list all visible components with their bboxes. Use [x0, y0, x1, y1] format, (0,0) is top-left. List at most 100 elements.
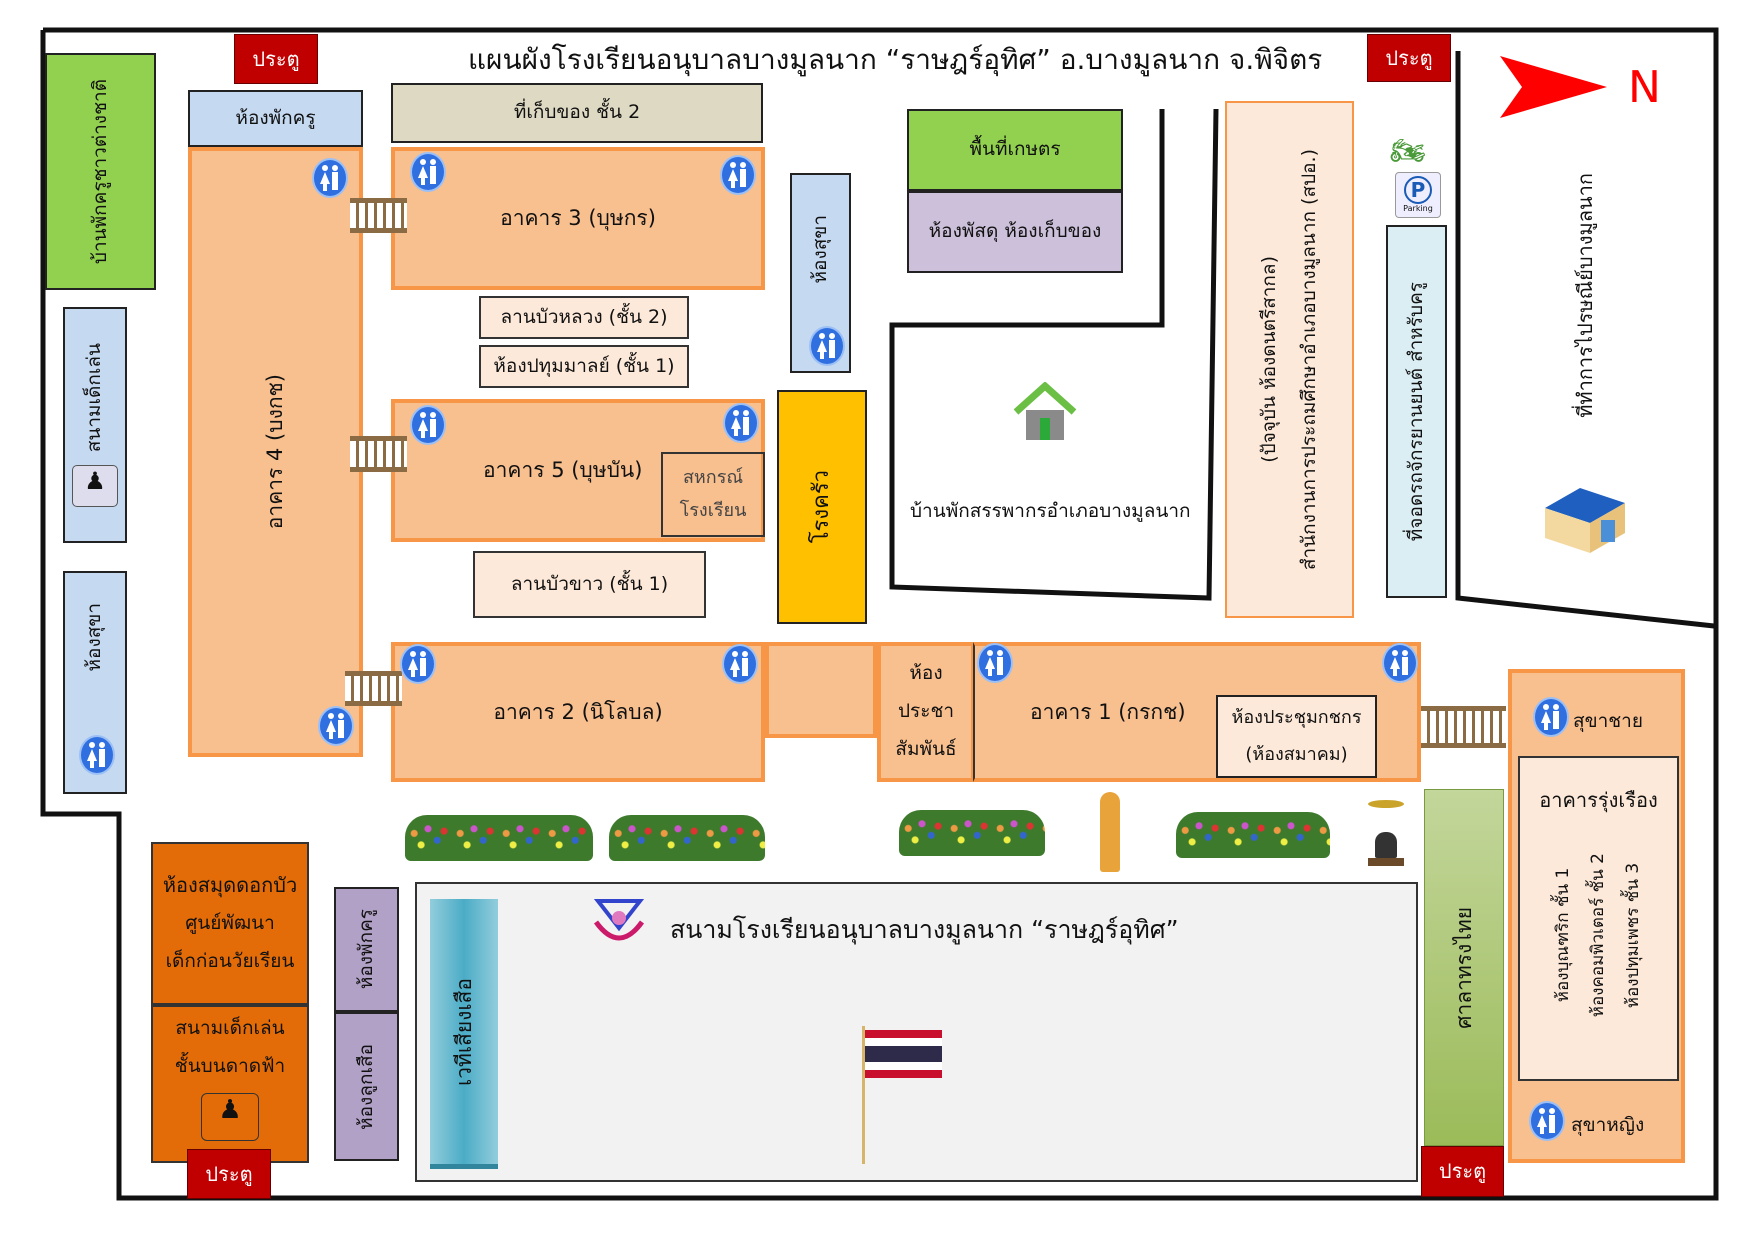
- building-3: อาคาร 3 (บุษกร): [391, 147, 765, 290]
- north-arrow-icon: [1500, 56, 1607, 118]
- thai-pavilion-label: ศาลาทรงไทย: [1451, 906, 1476, 1029]
- edu-office-note: (ปัจจุบัน ห้องดนตรีสากล): [1257, 256, 1280, 463]
- playground-left-label: สนามเด็กเล่น: [83, 343, 106, 453]
- kitchen-label: โรงครัว: [809, 470, 835, 544]
- pr-room: ห้องประชาสัมพันธ์: [877, 642, 975, 782]
- edu-office: (ปัจจุบัน ห้องดนตรีสากล) สำนักงานการประถ…: [1225, 101, 1354, 618]
- scout-room-label: ห้องลูกเสือ: [354, 1043, 377, 1130]
- teacher-room-bottom: ห้องพักครู: [334, 887, 399, 1012]
- field-label: สนามโรงเรียนอนุบาลบางมูลนาก “ราษฎร์อุทิศ…: [670, 915, 1179, 944]
- scout-room: ห้องลูกเสือ: [334, 1012, 399, 1161]
- restroom-icon: [318, 706, 354, 746]
- toilet-left-label: ห้องสุขา: [83, 603, 106, 672]
- coop-label-1: สหกรณ์: [682, 467, 744, 488]
- restroom-icon: [977, 643, 1013, 683]
- room-pathumphet: ห้องปทุมเพชร ชั้น 3: [1623, 862, 1644, 1008]
- rungruang-building: อาคารรุ่งเรือง ห้องบุณฑริก ชั้น 1 ห้องคอ…: [1518, 756, 1679, 1081]
- coop-label-2: โรงเรียน: [679, 499, 747, 521]
- toilet-male-label: สุขาชาย: [1573, 710, 1643, 732]
- kitchen: โรงครัว: [777, 390, 867, 624]
- teacher-parking: ที่จอดรถจักรยานยนต์ สำหรับครู: [1386, 225, 1447, 598]
- stage: เวทีเสียงเสือ: [430, 899, 498, 1169]
- restroom-icon: [312, 158, 348, 198]
- parking-sign-label: Parking: [1403, 204, 1433, 213]
- library-sub-1: ศูนย์พัฒนา: [185, 912, 275, 935]
- parking-p-glyph: P: [1404, 176, 1432, 204]
- school-coop: สหกรณ์โรงเรียน: [661, 452, 765, 537]
- sky-playground-label-2: ชั้นบนดาดฟ้า: [174, 1054, 286, 1077]
- building-2: อาคาร 2 (นิโลบล): [391, 642, 765, 782]
- library: ห้องสมุดดอกบัวศูนย์พัฒนาเด็กก่อนวัยเรียน: [151, 842, 309, 1005]
- post-office-building-icon: [1545, 488, 1625, 553]
- restroom-icon: [79, 735, 115, 775]
- post-office-boundary: [1455, 51, 1715, 629]
- stair-connector: [345, 671, 402, 706]
- restroom-icon: [410, 152, 446, 192]
- restroom-icon: [400, 644, 436, 684]
- meeting-room: ห้องประชุมกชกร (ห้องสมาคม): [1216, 695, 1377, 778]
- meeting-room-label: ห้องประชุมกชกร: [1231, 707, 1362, 728]
- stair-connector: [350, 436, 407, 472]
- pr-room-label-3: สัมพันธ์: [895, 737, 957, 760]
- revenue-house-label: บ้านพักสรรพากรอำเภอบางมูลนาก: [910, 500, 1191, 522]
- sky-playground: สนามเด็กเล่นชั้นบนดาดฟ้า ♟: [151, 1005, 309, 1163]
- restroom-icon: [723, 403, 759, 443]
- north-label: N: [1628, 62, 1661, 113]
- restroom-icon: [720, 155, 756, 195]
- pathummalai-room: ห้องปทุมมาลย์ (ชั้น 1): [479, 345, 689, 388]
- building-4-label: อาคาร 4 (บงกช): [263, 374, 288, 530]
- restroom-icon: [722, 644, 758, 684]
- stair-connector: [350, 198, 407, 233]
- gate-bottom-left: ประตู: [187, 1149, 271, 1199]
- storage-floor-2: ที่เก็บของ ชั้น 2: [391, 83, 763, 143]
- toilet-mid-label: ห้องสุขา: [808, 215, 831, 284]
- meeting-room-note: (ห้องสมาคม): [1245, 743, 1348, 765]
- flower-bed-icon: [405, 815, 593, 861]
- foreign-teacher-house: บ้านพักครูชาวต่างชาติ: [45, 53, 156, 290]
- gate-top-left: ประตู: [234, 34, 318, 84]
- gate-top-right: ประตู: [1367, 34, 1451, 82]
- revenue-house-boundary: [889, 108, 1219, 601]
- teacher-room-top: ห้องพักครู: [188, 90, 363, 147]
- restroom-icon: [809, 326, 845, 366]
- post-office-area: ที่ทำการไปรษณีย์บางมูลนาก: [1560, 160, 1610, 430]
- parking-sign-icon: P Parking: [1395, 172, 1441, 218]
- stair-connector: [1421, 706, 1506, 748]
- agriculture-area: พื้นที่เกษตร: [907, 109, 1123, 191]
- restroom-icon: [1533, 697, 1569, 737]
- teacher-parking-label: ที่จอดรถจักรยานยนต์ สำหรับครู: [1404, 281, 1427, 542]
- map-title: แผนผังโรงเรียนอนุบาลบางมูลนาก “ราษฎร์อุท…: [468, 43, 1323, 76]
- pr-room-label-1: ห้อง: [909, 662, 943, 685]
- playground-left: สนามเด็กเล่น ♟: [63, 307, 127, 543]
- library-label: ห้องสมุดดอกบัว: [162, 873, 298, 898]
- flag-pole: [862, 1026, 865, 1164]
- restroom-icon: [1529, 1101, 1565, 1141]
- flower-bed-icon: [1176, 812, 1330, 858]
- reading-child-icon: ♟: [201, 1092, 259, 1141]
- thai-pavilion: ศาลาทรงไทย: [1424, 789, 1504, 1146]
- stage-label: เวทีเสียงเสือ: [451, 977, 476, 1086]
- library-sub-2: เด็กก่อนวัยเรียน: [165, 950, 295, 972]
- lan-bua-khao: ลานบัวขาว (ชั้น 1): [473, 551, 706, 618]
- school-logo-icon: [593, 899, 645, 941]
- post-office-label: ที่ทำการไปรษณีย์บางมูลนาก: [1572, 172, 1597, 418]
- school-boundary: [40, 27, 1719, 1201]
- edu-office-label: สำนักงานการประถมศึกษาอำเภอบางมูลนาก (สปอ…: [1297, 148, 1320, 571]
- room-bunthrik: ห้องบุณฑริก ชั้น 1: [1552, 867, 1573, 1003]
- rungruang-rooms: ห้องบุณฑริก ชั้น 1 ห้องคอมพิวเตอร์ ชั้น …: [1553, 853, 1645, 1017]
- toilet-female-label: สุขาหญิง: [1571, 1114, 1645, 1136]
- monk-statue-icon: [1100, 792, 1120, 872]
- teacher-room-bottom-label: ห้องพักครู: [354, 909, 377, 990]
- building-connector: [765, 642, 877, 738]
- flower-bed-icon: [609, 815, 765, 861]
- room-computer: ห้องคอมพิวเตอร์ ชั้น 2: [1587, 853, 1608, 1018]
- flower-bed-icon: [899, 810, 1045, 856]
- pr-room-label-2: ประชา: [897, 700, 955, 723]
- sky-playground-label-1: สนามเด็กเล่น: [175, 1017, 285, 1039]
- thai-flag-icon: [865, 1030, 942, 1078]
- motorcycle-icon: 🏍: [1390, 134, 1426, 167]
- buddha-statue-icon: [1368, 800, 1404, 870]
- supply-room: ห้องพัสดุ ห้องเก็บของ: [907, 191, 1123, 273]
